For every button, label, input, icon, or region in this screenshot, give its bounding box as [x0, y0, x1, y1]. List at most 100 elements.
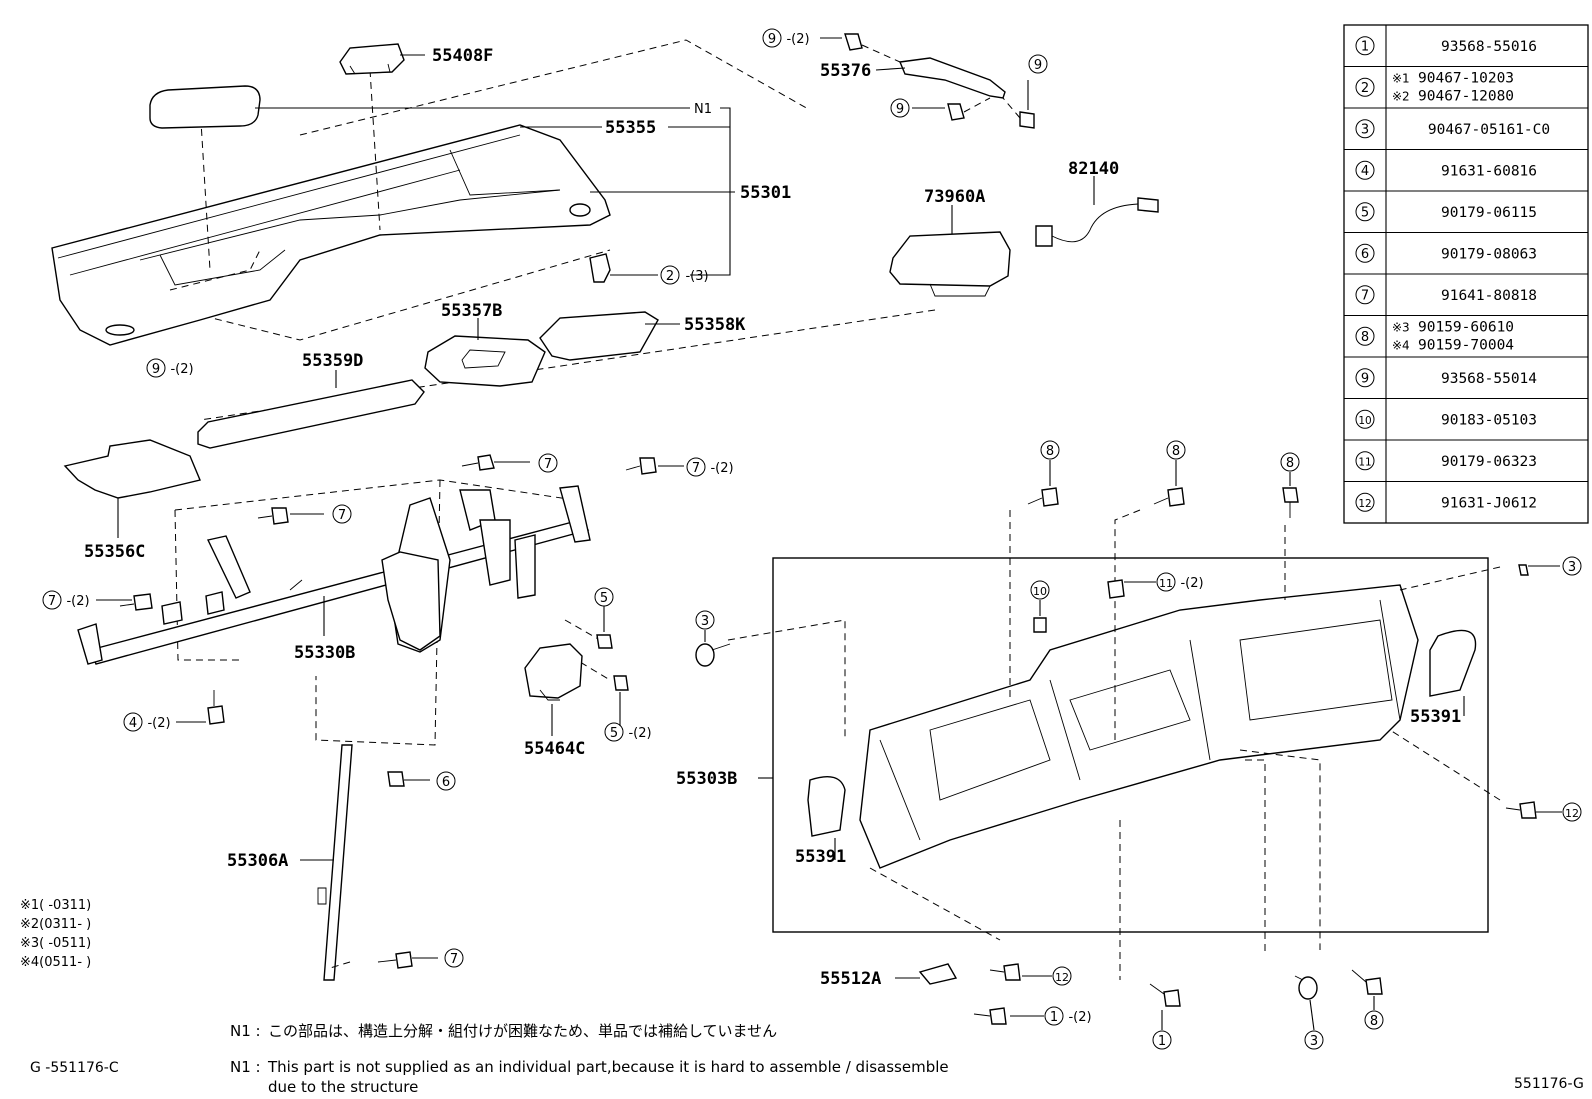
callout-qty: -(2) [710, 461, 733, 476]
table-row-number: 8 [1361, 330, 1369, 345]
table-row-number-circle [1355, 492, 1375, 512]
table-row-number: 4 [1361, 164, 1369, 179]
footnote-2: ※2(0311- ) [20, 917, 91, 932]
callout-qty: -(2) [66, 594, 89, 609]
table-row-number: 1 [1361, 39, 1369, 54]
note-n1-text-jp: この部品は、構造上分解・組付けが困難なため、単品では補給していません [268, 1022, 777, 1040]
part-number-labels: 55408F 55355 55301 N1 55376 82140 73960A… [84, 46, 1461, 989]
callout-4: 4 [129, 716, 137, 731]
part-label-82140: 82140 [1068, 159, 1119, 179]
table-row-part-number: 93568-55014 [1441, 371, 1537, 387]
wire-82140-drawing [1035, 176, 1159, 247]
part-label-55359D: 55359D [302, 351, 363, 371]
table-row-marker: ※3 [1392, 320, 1410, 334]
callout-12: 12 [1565, 807, 1579, 820]
table-row-number-circle [1355, 285, 1375, 305]
callout-12: 12 [1055, 971, 1069, 984]
callout-9: 9 [896, 102, 904, 117]
part-label-55408F: 55408F [432, 46, 493, 66]
table-row-part-number: 90159-60610 [1418, 319, 1514, 335]
callout-3: 3 [1310, 1034, 1318, 1049]
callout-8: 8 [1172, 444, 1180, 459]
table-row-number-circle [1355, 119, 1375, 139]
table-row-number: 9 [1361, 371, 1369, 386]
part-label-55355: 55355 [605, 118, 656, 138]
brace-55306A-drawing [300, 744, 438, 981]
callout-1: 1 [1050, 1010, 1058, 1025]
callout-3: 3 [1568, 560, 1576, 575]
table-row-number: 12 [1358, 498, 1371, 510]
table-row-number: 7 [1361, 288, 1369, 303]
table-row-part-number: 90467-05161-C0 [1428, 122, 1550, 138]
table-row-part-number: 91641-80818 [1441, 288, 1537, 304]
callout-7: 7 [692, 461, 700, 476]
callout-8: 8 [1370, 1014, 1378, 1029]
callout-5: 5 [600, 591, 608, 606]
instrument-panel-drawing [51, 39, 811, 346]
table-row-part-number: 93568-55016 [1441, 39, 1537, 55]
diagram-code-left: G -551176-C [30, 1060, 119, 1076]
part-label-N1: N1 [694, 102, 712, 117]
table-row-part-number: 90179-06115 [1441, 205, 1537, 221]
callout-qty: -(2) [1068, 1010, 1091, 1025]
table-row-part-number: 90467-12080 [1418, 88, 1514, 104]
part-label-55391-right: 55391 [1410, 707, 1461, 727]
callout-9: 9 [1034, 58, 1042, 73]
table-row-number: 5 [1361, 205, 1369, 220]
callout-7: 7 [544, 457, 552, 472]
callout-7: 7 [48, 594, 56, 609]
part-label-55357B: 55357B [441, 301, 502, 321]
callout-9: 9 [768, 32, 776, 47]
part-label-73960A: 73960A [924, 187, 985, 207]
part-label-55330B: 55330B [294, 643, 355, 663]
part-label-55464C: 55464C [524, 739, 585, 759]
table-row-number: 11 [1358, 456, 1371, 468]
callout-9: 9 [152, 362, 160, 377]
table-row-part-number: 90179-08063 [1441, 246, 1537, 262]
callout-5: 5 [610, 726, 618, 741]
note-n1-text-en-line2: due to the structure [268, 1078, 418, 1096]
callout-2: 2 [666, 269, 674, 284]
callout-11: 11 [1159, 577, 1173, 590]
part-label-55512A: 55512A [820, 969, 881, 989]
part-label-55358K: 55358K [684, 315, 746, 335]
table-row-number-circle [1355, 202, 1375, 222]
table-row-part-number: 90183-05103 [1441, 412, 1537, 428]
table-row-number-circle [1355, 368, 1375, 388]
note-n1-label-en: N1 : [230, 1058, 261, 1076]
callout-3: 3 [701, 614, 709, 629]
callout-8: 8 [1046, 444, 1054, 459]
table-row-number-circle [1355, 451, 1375, 471]
part-label-55306A: 55306A [227, 851, 288, 871]
table-row-part-number: 90467-10203 [1418, 70, 1514, 86]
part-label-55303B: 55303B [676, 769, 737, 789]
table-row-number-circle [1355, 326, 1375, 346]
callout-qty: -(3) [685, 269, 708, 284]
diagram-code-right: 551176-G [1514, 1076, 1584, 1092]
notes: N1 : この部品は、構造上分解・組付けが困難なため、単品では補給していません … [30, 1022, 1584, 1096]
table-row-number-circle [1355, 36, 1375, 56]
table-row-number-circle [1355, 243, 1375, 263]
table-row-number: 3 [1361, 122, 1369, 137]
table-row-number-circle [1355, 77, 1375, 97]
detail-frame [772, 557, 1489, 933]
table-row-marker: ※1 [1392, 71, 1410, 85]
callout-7: 7 [450, 952, 458, 967]
cross-beam-55330B-drawing [77, 454, 684, 746]
callout-labels: 9 -(2) 9 9 2 -(3) 9 -(2) 7 7 -(2) 7 7 -(… [48, 32, 1579, 1049]
callout-qty: -(2) [147, 716, 170, 731]
callout-10: 10 [1033, 585, 1047, 598]
footnote-1: ※1( -0311) [20, 898, 91, 913]
table-row-number: 6 [1361, 247, 1369, 262]
footnotes: ※1( -0311) ※2(0311- ) ※3( -0511) ※4(0511… [20, 898, 91, 970]
reinforcement-55303B-drawing [695, 460, 1562, 1031]
callout-qty: -(2) [628, 726, 651, 741]
pads-drawing [63, 311, 680, 538]
table-row-part-number: 90179-06323 [1441, 454, 1537, 470]
callouts [42, 28, 1582, 1050]
table-row-marker: ※4 [1392, 338, 1410, 352]
table-row-number-circle [1355, 409, 1375, 429]
footnote-3: ※3( -0511) [20, 936, 91, 951]
